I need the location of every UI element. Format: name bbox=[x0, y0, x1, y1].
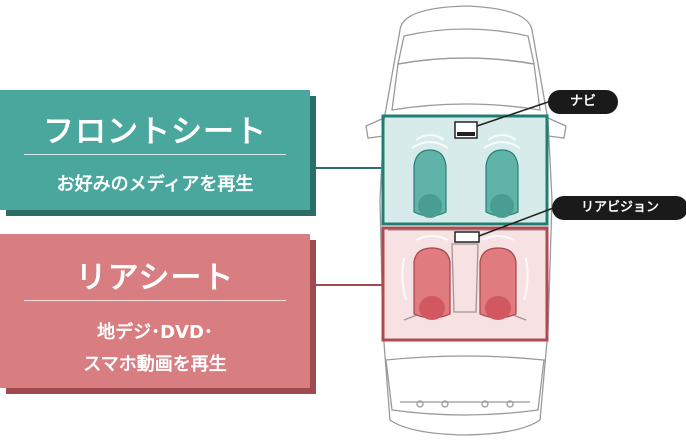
car-body-outline bbox=[365, 5, 567, 436]
rear-vision-callout: リアビジョン bbox=[552, 196, 686, 220]
front-panel-face bbox=[0, 90, 310, 210]
rear-vision-leader-line bbox=[478, 206, 557, 237]
rear-seat-title: リアシート bbox=[75, 260, 235, 296]
rear-seat-panel: リアシート 地デジ･DVD･ スマホ動画を再生 bbox=[0, 234, 316, 394]
front-seat-subtitle: お好みのメディアを再生 bbox=[56, 174, 254, 195]
rear-seat-subtitle-line2: スマホ動画を再生 bbox=[83, 354, 227, 375]
rear-sound-waves bbox=[401, 235, 529, 301]
rear-divider bbox=[24, 300, 286, 301]
front-sound-waves bbox=[411, 134, 521, 149]
front-divider bbox=[24, 154, 286, 155]
front-seat-right bbox=[485, 149, 519, 218]
rear-seat-right bbox=[479, 247, 517, 320]
rear-seat-left bbox=[413, 247, 451, 320]
rear-zone bbox=[381, 226, 549, 342]
rear-panel-face bbox=[0, 234, 310, 388]
navi-leader-line bbox=[476, 99, 555, 127]
front-seat-panel: フロントシート お好みのメディアを再生 bbox=[0, 90, 316, 216]
rear-seat-subtitle-line1: 地デジ･DVD･ bbox=[97, 322, 213, 343]
front-seat-left bbox=[413, 149, 447, 218]
front-seat-title: フロントシート bbox=[43, 114, 267, 150]
rear-vision-screen bbox=[454, 231, 480, 243]
navi-callout: ナビ bbox=[548, 90, 618, 114]
